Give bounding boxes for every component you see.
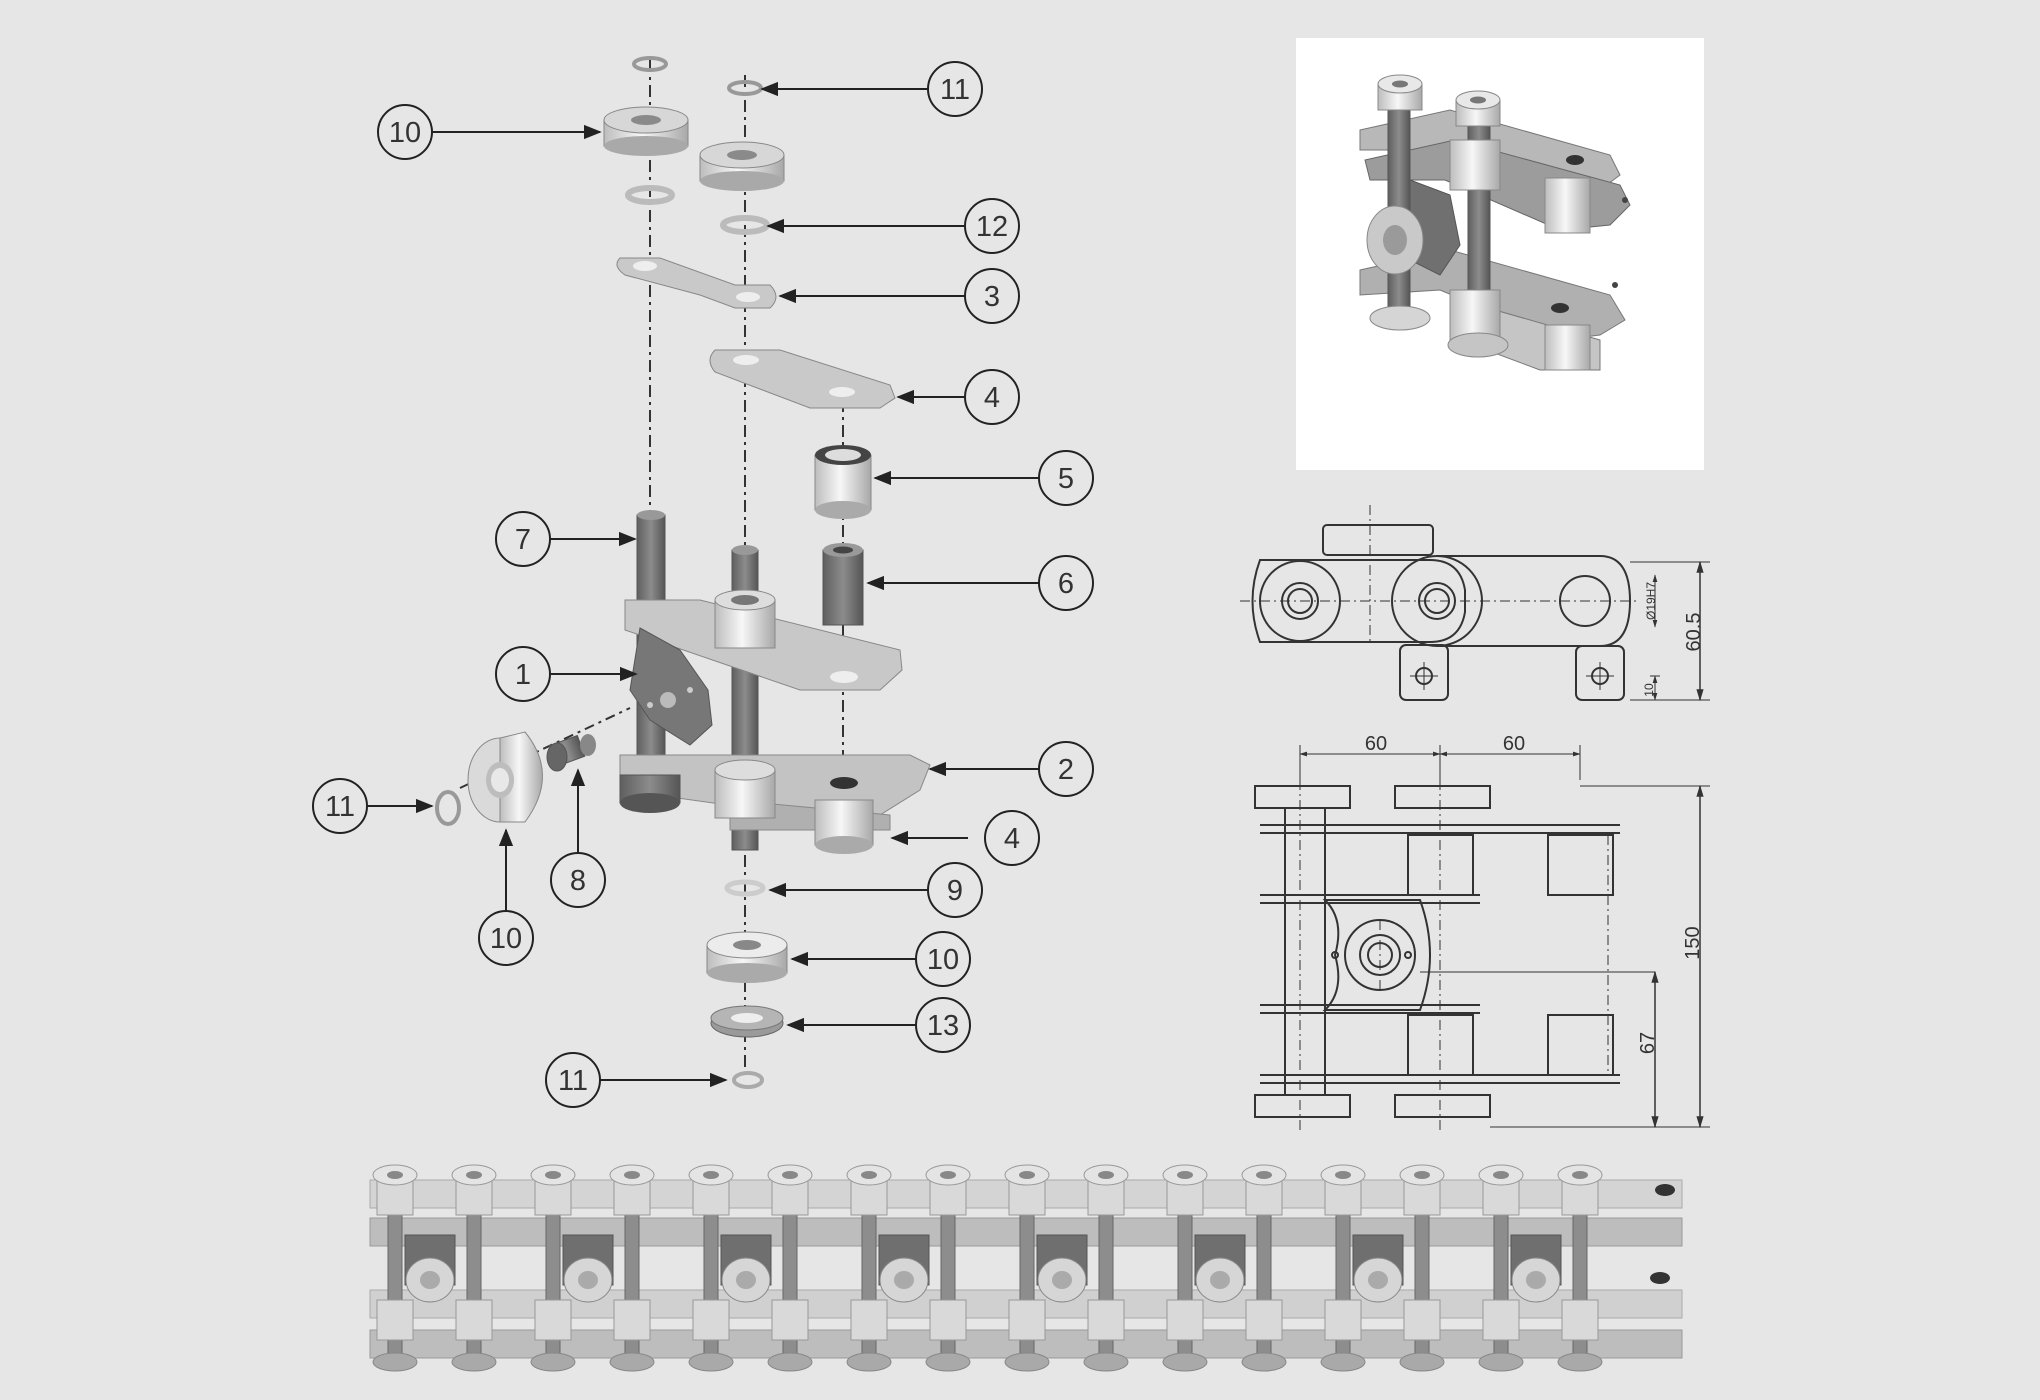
callout-7: 7	[495, 511, 551, 567]
assembly-render	[1359, 74, 1631, 371]
chain-roller-unit	[688, 1164, 734, 1372]
main-assembly	[619, 510, 931, 854]
dim-pitch-2-label: 60	[1503, 733, 1525, 755]
circlip-part	[727, 80, 763, 96]
svg-text:11: 11	[325, 791, 355, 823]
svg-text:7: 7	[515, 524, 531, 556]
svg-text:9: 9	[947, 875, 963, 907]
svg-text:10: 10	[927, 944, 959, 976]
chain-roller-unit	[451, 1164, 497, 1372]
chain-side-roller	[1194, 1234, 1246, 1303]
chain-side-roller	[878, 1234, 930, 1303]
svg-text:10: 10	[389, 117, 421, 149]
washer-part	[625, 185, 675, 205]
dim-pitch-1-label: 60	[1365, 733, 1387, 755]
chain-roller-unit	[1083, 1164, 1129, 1372]
chain-roller-unit	[530, 1164, 576, 1372]
svg-text:13: 13	[927, 1010, 959, 1042]
bearing-part	[603, 106, 689, 156]
chain-side-roller	[404, 1234, 456, 1303]
disc-part-13	[710, 1005, 784, 1038]
dim-bore-label: Ø19H7	[1644, 582, 1658, 620]
callout-9: 9	[927, 862, 983, 918]
chain-roller-unit	[609, 1164, 655, 1372]
svg-text:4: 4	[984, 382, 1000, 414]
callout-12: 12	[964, 198, 1020, 254]
callout-10-bottom: 10	[915, 931, 971, 987]
callout-1: 1	[495, 646, 551, 702]
svg-text:10: 10	[490, 923, 522, 955]
technical-drawing-side	[1240, 505, 1710, 702]
dim-height-label: 60.5	[1683, 613, 1705, 652]
callout-8: 8	[550, 852, 606, 908]
svg-text:6: 6	[1058, 568, 1074, 600]
callout-4-top: 4	[964, 369, 1020, 425]
circlip-side	[435, 790, 461, 826]
pin-side-8	[546, 734, 596, 772]
callout-6: 6	[1038, 555, 1094, 611]
svg-text:4: 4	[1004, 823, 1020, 855]
callout-2: 2	[1038, 741, 1094, 797]
callout-10-side: 10	[478, 910, 534, 966]
callout-11-bottom: 11	[545, 1052, 601, 1108]
bearing-lower	[706, 931, 788, 983]
svg-text:2: 2	[1058, 754, 1074, 786]
bearing-side	[467, 731, 543, 823]
svg-text:11: 11	[558, 1065, 588, 1097]
chain-side-roller	[1036, 1234, 1088, 1303]
callout-4-bottom: 4	[984, 810, 1040, 866]
chain-roller-unit	[1162, 1164, 1208, 1372]
roller-part-5	[814, 445, 872, 519]
chain-side-roller	[562, 1234, 614, 1303]
circlip-part	[632, 56, 668, 72]
callout-13: 13	[915, 997, 971, 1053]
callout-11-side: 11	[312, 778, 368, 834]
dim-offset-label: 67	[1637, 1032, 1659, 1054]
chain-roller-unit	[1399, 1164, 1445, 1372]
callout-5: 5	[1038, 450, 1094, 506]
svg-text:1: 1	[515, 659, 531, 691]
chain-roller-unit	[925, 1164, 971, 1372]
callout-10-top: 10	[377, 104, 433, 160]
chain-roller-unit	[1320, 1164, 1366, 1372]
product-photo-panel	[1296, 38, 1704, 470]
chain-side-roller	[1352, 1234, 1404, 1303]
svg-text:3: 3	[984, 281, 1000, 313]
svg-text:8: 8	[570, 865, 586, 897]
chain-side-roller	[1510, 1234, 1562, 1303]
chain-roller-unit	[372, 1164, 418, 1372]
chain-roller-unit	[846, 1164, 892, 1372]
chain-roller-unit	[1478, 1164, 1524, 1372]
technical-drawing-top	[1254, 745, 1710, 1130]
chain-roller-unit	[1004, 1164, 1050, 1372]
svg-text:5: 5	[1058, 463, 1074, 495]
washer-part-9	[724, 879, 766, 897]
link-plate-3	[616, 257, 777, 309]
exploded-view: 11 10 12 3 4 5 7 6 1 2 11 4 8 9 10 10 13…	[312, 56, 1094, 1108]
dim-tab-label: 10	[1642, 683, 1656, 697]
callout-11-top: 11	[927, 61, 983, 117]
dim-width-label: 150	[1682, 926, 1704, 959]
callout-3: 3	[964, 268, 1020, 324]
bearing-part	[699, 141, 785, 191]
svg-text:12: 12	[976, 211, 1008, 243]
chain-strip-render	[369, 1164, 1683, 1372]
chain-roller-unit	[767, 1164, 813, 1372]
chain-roller-unit	[1557, 1164, 1603, 1372]
chain-roller-unit	[1241, 1164, 1287, 1372]
chain-side-roller	[720, 1234, 772, 1303]
bushing-part-6	[822, 543, 864, 626]
circlip-part	[732, 1071, 764, 1089]
svg-text:11: 11	[940, 74, 970, 106]
